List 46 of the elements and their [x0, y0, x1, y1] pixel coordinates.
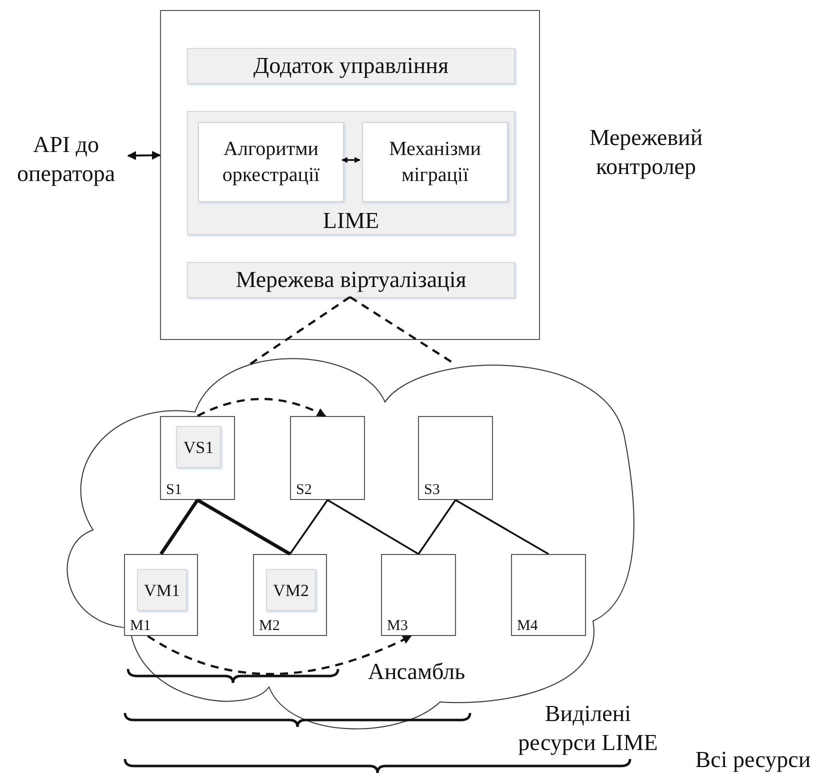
- node-label: M3: [386, 619, 408, 635]
- band-label: Мережева віртуалізація: [236, 267, 466, 293]
- node-label: M4: [516, 619, 538, 635]
- switch-box: [160, 416, 235, 500]
- node-label: VS1: [183, 438, 214, 456]
- switch-box: [290, 416, 365, 500]
- application-band: [187, 48, 515, 84]
- machine-box: [124, 554, 198, 636]
- mechanism-box: [362, 122, 508, 202]
- dashed-connector: [250, 296, 351, 365]
- algorithm-box: [198, 122, 344, 202]
- machine-box: [253, 554, 327, 636]
- virtual-machine-box: [266, 569, 316, 611]
- node-label: M2: [258, 619, 280, 635]
- panel-label: LIME: [322, 208, 380, 234]
- lime-panel: [187, 111, 515, 235]
- virtual-switch-box: [176, 426, 221, 468]
- box-label: Механізми міграції: [388, 137, 482, 188]
- controller-caption: Мережевий контролер: [588, 124, 704, 181]
- machine-box: [381, 554, 456, 636]
- box-label: Алгоритми оркестрації: [221, 137, 321, 188]
- connector: [127, 150, 161, 160]
- switch-box: [418, 416, 493, 500]
- interface-label: API до оператора: [16, 131, 116, 188]
- node-label: VM2: [273, 582, 309, 598]
- machine-box: [511, 554, 586, 636]
- node-label: M1: [129, 619, 151, 635]
- connector: [418, 500, 456, 554]
- connector: [341, 157, 361, 163]
- controller-box: [160, 10, 540, 340]
- dashed-connector: [147, 635, 412, 676]
- connector: [160, 499, 199, 555]
- node-label: S3: [423, 483, 440, 499]
- node-label: VM1: [144, 582, 180, 598]
- connector: [455, 499, 549, 555]
- node-label: S2: [295, 483, 312, 499]
- connector: [289, 499, 328, 555]
- band-label: Додаток управління: [253, 53, 449, 79]
- node-label: S1: [165, 483, 182, 499]
- connector: [327, 499, 419, 555]
- group-label: Ансамбль: [366, 658, 466, 686]
- group-label: Виділені ресурси LIME: [517, 700, 659, 757]
- virtual-machine-box: [137, 569, 187, 611]
- virtualization-band: [187, 262, 515, 298]
- connector: [196, 498, 291, 556]
- group-label: Всі ресурси: [694, 746, 812, 774]
